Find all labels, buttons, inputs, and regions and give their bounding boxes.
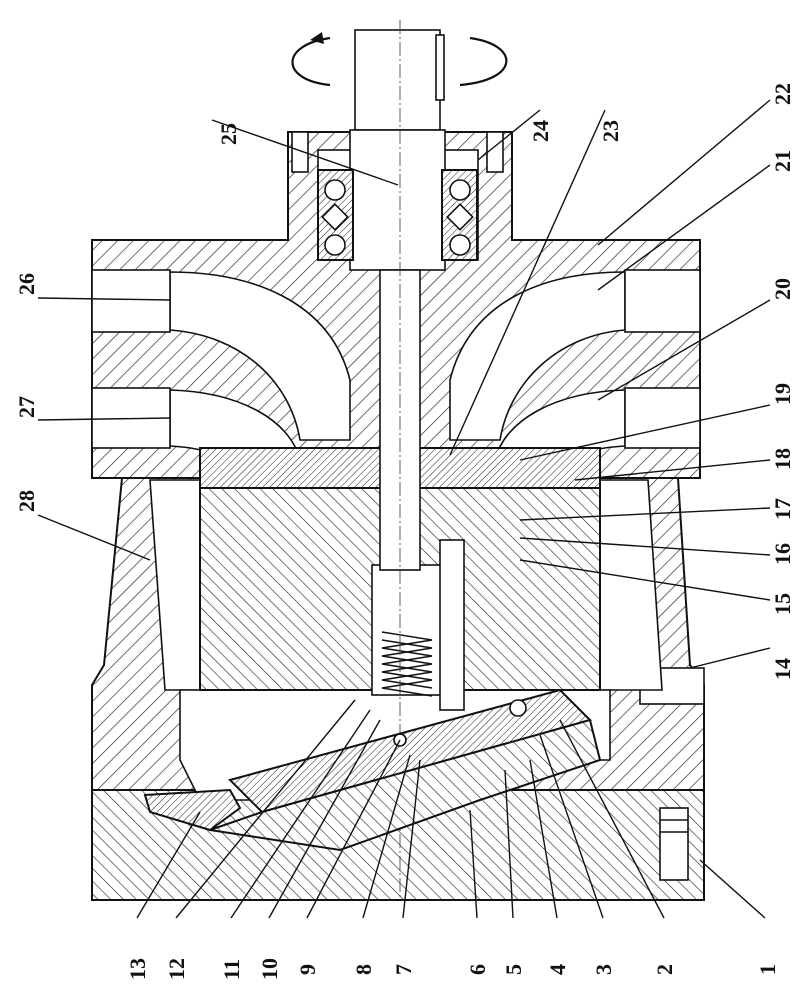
callout-25: 25 — [216, 123, 241, 145]
callout-9: 9 — [295, 964, 320, 975]
callout-3: 3 — [591, 964, 616, 975]
callout-7: 7 — [391, 964, 416, 975]
callout-12: 12 — [164, 958, 189, 980]
callout-20: 20 — [770, 278, 795, 300]
base-bolt — [660, 808, 688, 880]
callout-1: 1 — [755, 964, 780, 975]
callout-10: 10 — [257, 958, 282, 980]
callout-26: 26 — [14, 273, 39, 295]
callout-22: 22 — [770, 83, 795, 105]
callout-5: 5 — [501, 964, 526, 975]
callout-23: 23 — [598, 120, 623, 142]
callout-8: 8 — [351, 964, 376, 975]
callout-27: 27 — [14, 396, 39, 418]
callout-19: 19 — [770, 383, 795, 405]
callout-24: 24 — [528, 120, 553, 142]
callout-6: 6 — [465, 964, 490, 975]
callout-15: 15 — [770, 593, 795, 615]
callout-21: 21 — [770, 150, 795, 172]
callout-14: 14 — [770, 658, 795, 680]
callout-2: 2 — [652, 964, 677, 975]
callout-28: 28 — [14, 490, 39, 512]
callout-17: 17 — [770, 498, 795, 520]
callout-16: 16 — [770, 543, 795, 565]
callout-18: 18 — [770, 448, 795, 470]
callout-13: 13 — [125, 958, 150, 980]
callout-4: 4 — [545, 964, 570, 975]
callout-11: 11 — [219, 959, 244, 980]
